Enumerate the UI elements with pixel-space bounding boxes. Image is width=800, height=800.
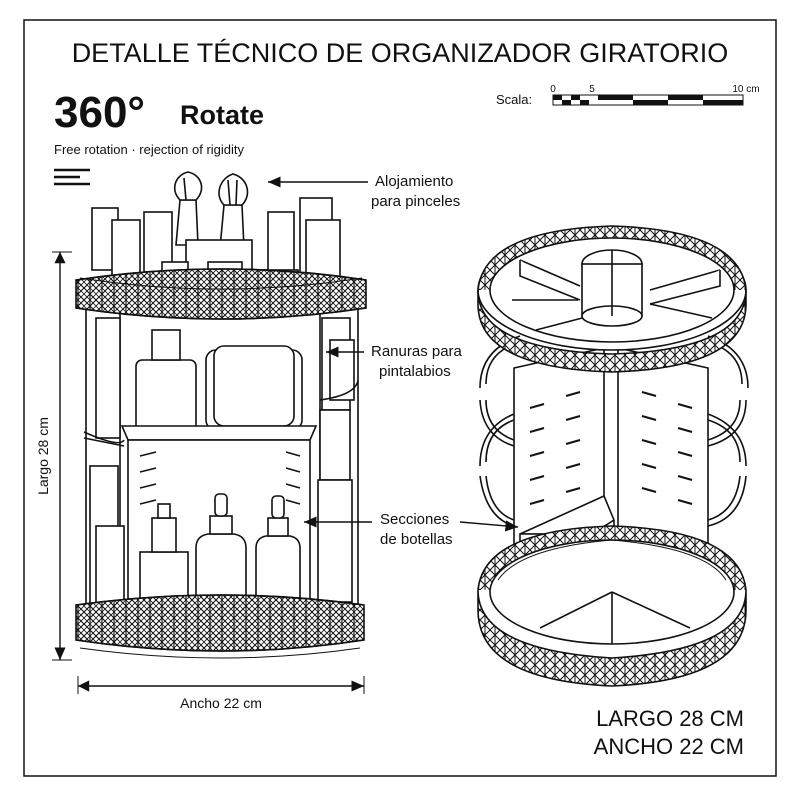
height-label: Largo 28 cm bbox=[35, 417, 51, 495]
menu-icon bbox=[54, 168, 90, 186]
middle-tier-bottles bbox=[95, 317, 355, 439]
callout-brushes-line1: Alojamiento bbox=[375, 173, 453, 190]
callout-bottles-line2: de botellas bbox=[380, 531, 453, 548]
brush-holder bbox=[173, 171, 253, 271]
spec-width: ANCHO 22 CM bbox=[594, 734, 744, 759]
callout-lipstick: Ranuras para pintalabios bbox=[326, 343, 463, 380]
height-dimension: Largo 28 cm bbox=[35, 251, 72, 661]
scale-bar: Scala: 0 5 10 cm bbox=[496, 84, 760, 107]
scale-tick-0: 0 bbox=[550, 84, 556, 95]
scale-tick-5: 5 bbox=[589, 84, 595, 95]
organizer-empty-view bbox=[477, 225, 749, 687]
page-title: DETALLE TÉCNICO DE ORGANIZADOR GIRATORIO bbox=[72, 38, 729, 68]
callout-bottles-line1: Secciones bbox=[380, 511, 449, 528]
rotation-badge-word: Rotate bbox=[180, 100, 264, 130]
scale-label: Scala: bbox=[496, 92, 532, 107]
callout-brushes-line2: para pinceles bbox=[371, 193, 460, 210]
width-dimension: Ancho 22 cm bbox=[77, 676, 365, 711]
callout-bottles: Secciones de botellas bbox=[304, 511, 519, 548]
width-label: Ancho 22 cm bbox=[180, 695, 262, 711]
organizer-filled-view bbox=[75, 171, 367, 659]
spec-length: LARGO 28 CM bbox=[596, 706, 744, 731]
callout-lipstick-line2: pintalabios bbox=[379, 363, 451, 380]
scale-tick-10: 10 cm bbox=[732, 84, 759, 95]
rotation-badge-number: 360° bbox=[54, 88, 145, 137]
callout-brushes: Alojamiento para pinceles bbox=[268, 173, 460, 210]
page-frame bbox=[23, 19, 777, 777]
rotation-subtitle: Free rotation · rejection of rigidity bbox=[54, 142, 245, 157]
callout-lipstick-line1: Ranuras para bbox=[371, 343, 463, 360]
